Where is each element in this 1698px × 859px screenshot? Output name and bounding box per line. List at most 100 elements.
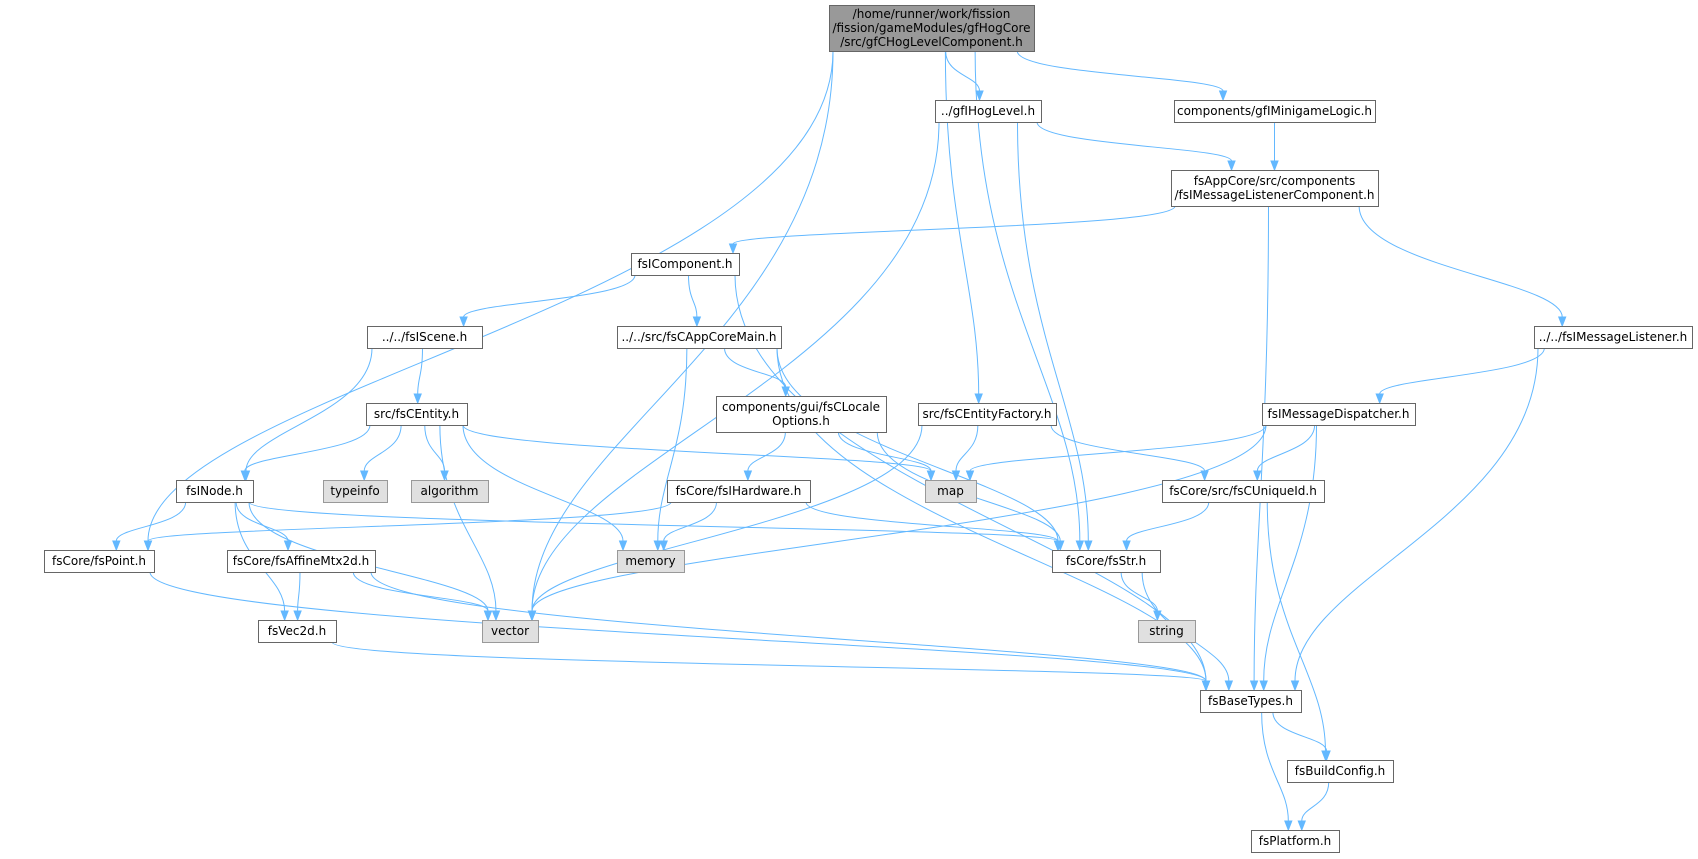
edge-fsCEntity-to-vector bbox=[439, 424, 501, 622]
edge-fsCEntity-to-fsiNode bbox=[240, 424, 371, 482]
edge-fsCEntityFactory-to-map bbox=[951, 424, 979, 482]
node-box bbox=[1138, 620, 1196, 643]
node-label: fsCore/src/fsCUniqueId.h bbox=[1169, 484, 1317, 498]
node-fsiComponent[interactable]: fsIComponent.h bbox=[631, 253, 740, 276]
edge-gfiHogLevel-to-vector bbox=[527, 121, 940, 622]
node-box bbox=[1534, 326, 1693, 349]
node-fsiNode[interactable]: fsINode.h bbox=[176, 480, 254, 503]
edge-fsiMessageDispatcher-to-fsCUniqueId bbox=[1253, 424, 1316, 482]
edge-fsVec2d-to-fsBaseTypes bbox=[331, 641, 1211, 692]
node-fsiHardware[interactable]: fsCore/fsIHardware.h bbox=[667, 480, 811, 503]
node-label: fsVec2d.h bbox=[268, 624, 326, 638]
node-fsiMessageDispatcher[interactable]: fsIMessageDispatcher.h bbox=[1262, 403, 1416, 426]
node-label: src/fsCEntityFactory.h bbox=[923, 407, 1052, 421]
node-fsiMessageListener[interactable]: ../../fsIMessageListener.h bbox=[1534, 326, 1693, 349]
node-box bbox=[258, 620, 337, 643]
node-label: fsCore/fsIHardware.h bbox=[676, 484, 802, 498]
node-label: components/gfIMinigameLogic.h bbox=[1177, 104, 1372, 118]
node-box bbox=[1174, 100, 1376, 123]
edge-fsCUniqueId-to-fsStr bbox=[1122, 501, 1210, 552]
node-layer: /home/runner/work/fission/fission/gameMo… bbox=[44, 5, 1693, 853]
edge-layer bbox=[112, 50, 1567, 832]
node-label: fsIComponent.h bbox=[637, 257, 732, 271]
node-box bbox=[617, 550, 685, 573]
node-box bbox=[1162, 480, 1325, 503]
edge-fsiNode-to-fsPoint bbox=[112, 501, 187, 552]
node-typeinfo: typeinfo bbox=[323, 480, 388, 503]
node-label: /fsIMessageListenerComponent.h bbox=[1174, 188, 1374, 202]
edge-fsCEntityFactory-to-vector bbox=[527, 424, 923, 622]
node-label: fsCore/fsAffineMtx2d.h bbox=[233, 554, 369, 568]
node-fsBaseTypes[interactable]: fsBaseTypes.h bbox=[1200, 690, 1302, 713]
node-box bbox=[482, 620, 539, 643]
node-label: fsAppCore/src/components bbox=[1194, 174, 1355, 188]
node-fsiScene[interactable]: ../../fsIScene.h bbox=[367, 326, 483, 349]
node-box bbox=[1251, 830, 1340, 853]
node-box bbox=[918, 403, 1057, 426]
node-box bbox=[1262, 403, 1416, 426]
node-label: ../../src/fsCAppCoreMain.h bbox=[621, 330, 776, 344]
node-fsBuildConfig[interactable]: fsBuildConfig.h bbox=[1287, 760, 1394, 783]
node-label: string bbox=[1149, 624, 1183, 638]
edge-fsAffineMtx2d-to-fsVec2d bbox=[293, 571, 302, 622]
node-box bbox=[1287, 760, 1394, 783]
edge-fsBaseTypes-to-fsPlatform bbox=[1261, 711, 1293, 832]
edge-fsiMessageListenerComponent-to-fsiComponent bbox=[728, 205, 1176, 255]
node-label: ../../fsIScene.h bbox=[382, 330, 467, 344]
node-label: typeinfo bbox=[330, 484, 379, 498]
node-vector: vector bbox=[482, 620, 539, 643]
node-box bbox=[935, 100, 1042, 123]
node-fsCAppCoreMain[interactable]: ../../src/fsCAppCoreMain.h bbox=[617, 326, 782, 349]
node-label: vector bbox=[491, 624, 529, 638]
node-fsCEntityFactory[interactable]: src/fsCEntityFactory.h bbox=[918, 403, 1057, 426]
node-fsCUniqueId[interactable]: fsCore/src/fsCUniqueId.h bbox=[1162, 480, 1325, 503]
edge-fsBaseTypes-to-fsBuildConfig bbox=[1272, 711, 1331, 762]
edge-fsBuildConfig-to-fsPlatform bbox=[1297, 781, 1330, 832]
node-fsAffineMtx2d[interactable]: fsCore/fsAffineMtx2d.h bbox=[227, 550, 376, 573]
edge-fsCAppCoreMain-to-memory bbox=[653, 347, 688, 552]
edge-fsiHardware-to-fsStr bbox=[805, 501, 1063, 552]
node-memory: memory bbox=[617, 550, 685, 573]
node-label: Options.h bbox=[772, 414, 830, 428]
edge-fsiMessageListenerComponent-to-fsBaseTypes bbox=[1249, 205, 1269, 692]
node-gfiMinigameLogic[interactable]: components/gfIMinigameLogic.h bbox=[1174, 100, 1376, 123]
node-box bbox=[323, 480, 388, 503]
edge-fsCEntity-to-memory bbox=[462, 424, 628, 552]
node-box bbox=[366, 403, 468, 426]
node-fsStr[interactable]: fsCore/fsStr.h bbox=[1052, 550, 1161, 573]
node-root[interactable]: /home/runner/work/fission/fission/gameMo… bbox=[829, 5, 1035, 52]
edge-gfiMinigameLogic-to-fsiMessageListenerComponent bbox=[1270, 122, 1279, 172]
node-label: fsCore/fsStr.h bbox=[1066, 554, 1146, 568]
edge-fsiScene-to-fsiNode bbox=[241, 347, 373, 482]
node-box bbox=[367, 326, 483, 349]
edge-gfiHogLevel-to-fsStr bbox=[1017, 121, 1093, 552]
node-box bbox=[44, 550, 155, 573]
node-box bbox=[1200, 690, 1302, 713]
edge-root-to-gfiHogLevel bbox=[945, 50, 984, 102]
node-fsCEntity[interactable]: src/fsCEntity.h bbox=[366, 403, 468, 426]
node-label: /src/gfCHogLevelComponent.h bbox=[840, 35, 1023, 49]
node-label: fsBaseTypes.h bbox=[1208, 694, 1293, 708]
node-fsPlatform[interactable]: fsPlatform.h bbox=[1251, 830, 1340, 853]
node-fsPoint[interactable]: fsCore/fsPoint.h bbox=[44, 550, 155, 573]
node-label: memory bbox=[625, 554, 675, 568]
node-label: fsCore/fsPoint.h bbox=[52, 554, 146, 568]
node-label: ../../fsIMessageListener.h bbox=[1539, 330, 1688, 344]
node-box bbox=[1052, 550, 1161, 573]
edge-fsiComponent-to-fsiScene bbox=[459, 274, 636, 328]
node-fsVec2d[interactable]: fsVec2d.h bbox=[258, 620, 337, 643]
node-label: fsPlatform.h bbox=[1259, 834, 1332, 848]
node-box bbox=[716, 396, 887, 433]
node-box bbox=[925, 480, 977, 503]
node-label: fsIMessageDispatcher.h bbox=[1268, 407, 1410, 421]
node-label: /fission/gameModules/gfHogCore bbox=[833, 21, 1031, 35]
node-fsiMessageListenerComponent[interactable]: fsAppCore/src/components/fsIMessageListe… bbox=[1171, 170, 1379, 207]
edge-fsCLocaleOptions-to-fsiHardware bbox=[743, 431, 786, 482]
edge-fsiComponent-to-fsCAppCoreMain bbox=[688, 274, 702, 328]
edge-fsiMessageDispatcher-to-map bbox=[965, 424, 1267, 482]
node-gfiHogLevel[interactable]: ../gfIHogLevel.h bbox=[935, 100, 1042, 123]
edge-fsiMessageDispatcher-to-fsBaseTypes bbox=[1259, 424, 1317, 692]
edge-gfiHogLevel-to-fsiMessageListenerComponent bbox=[1036, 121, 1236, 172]
